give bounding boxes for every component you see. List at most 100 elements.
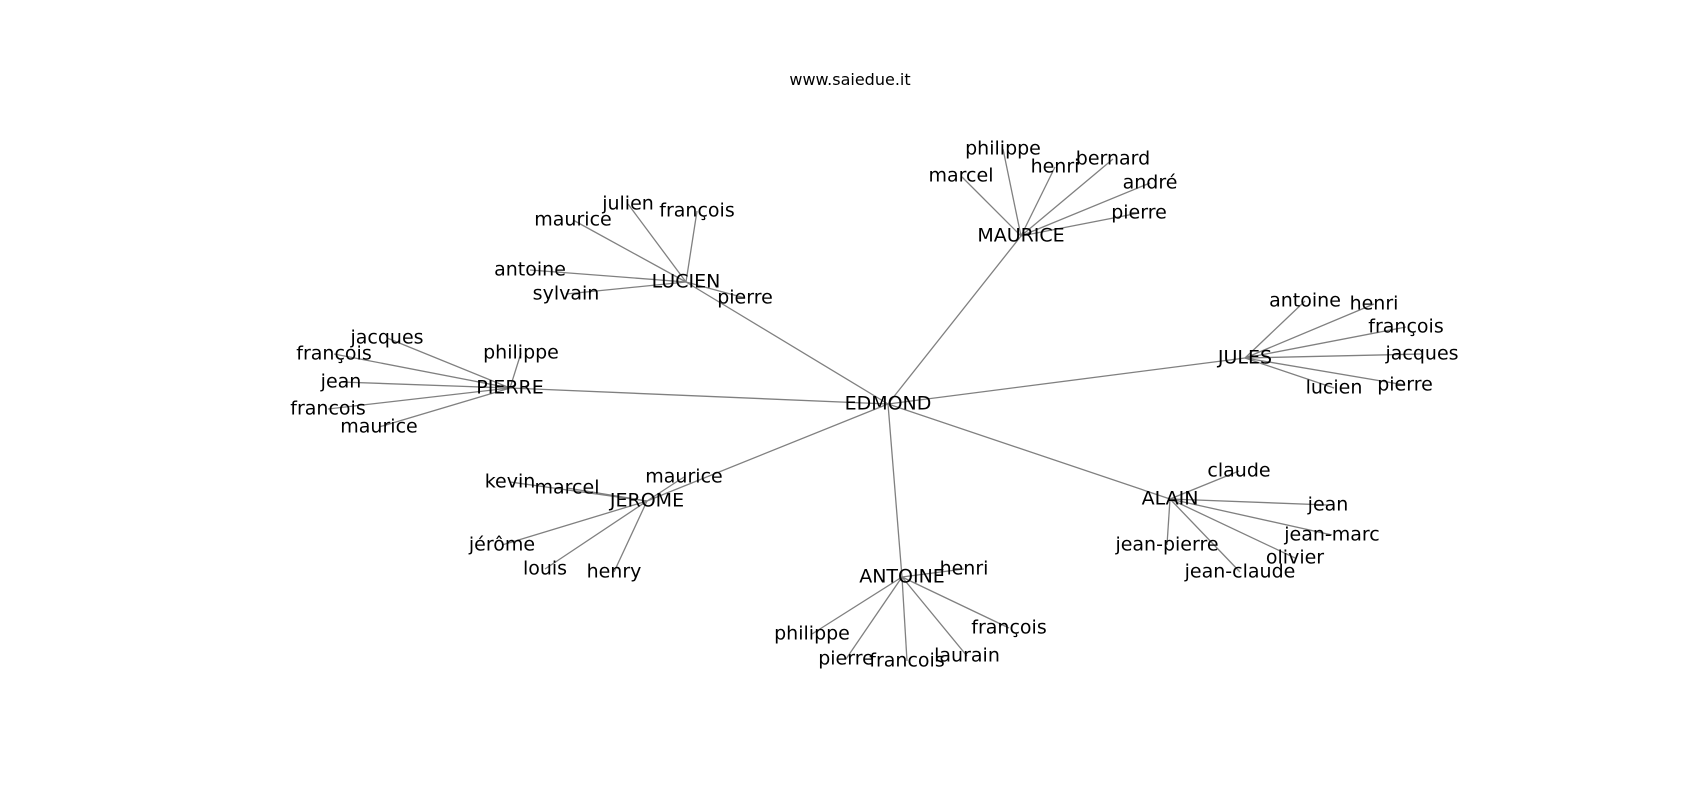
- edge-lucien-to-child: [685, 210, 698, 283]
- child-node-label: pierre: [818, 648, 874, 670]
- group-node-label: ANTOINE: [859, 566, 945, 588]
- edge-root-to-maurice: [887, 235, 1022, 405]
- child-node-label: pierre: [717, 287, 773, 309]
- edge-alain-to-child: [1169, 498, 1296, 559]
- group-node-label: PIERRE: [476, 377, 543, 399]
- edge-lucien-to-child: [572, 219, 687, 283]
- edge-jules-to-child: [1244, 357, 1406, 386]
- child-node-label: françois: [659, 200, 734, 222]
- website-caption: www.saiedue.it: [789, 70, 911, 89]
- child-node-label: andré: [1123, 172, 1178, 194]
- child-node-label: maurice: [645, 466, 722, 488]
- child-node-label: marcel: [929, 165, 994, 187]
- edge-root-to-jules: [887, 357, 1246, 405]
- edge-alain-to-child: [1169, 470, 1240, 500]
- edge-root-to-lucien: [685, 281, 889, 405]
- child-node-label: pierre: [1111, 202, 1167, 224]
- edge-maurice-to-child: [1020, 158, 1114, 237]
- child-node-label: maurice: [340, 416, 417, 438]
- edge-antoine-to-child: [811, 576, 903, 635]
- edge-maurice-to-child: [1002, 148, 1022, 237]
- child-node-label: philippe: [965, 138, 1041, 160]
- edge-root-to-pierre: [509, 387, 889, 405]
- edge-pierre-to-child: [378, 387, 511, 428]
- child-node-label: maurice: [534, 209, 611, 231]
- edge-pierre-to-child: [333, 353, 511, 389]
- child-node-label: antoine: [494, 259, 566, 281]
- edge-jules-to-child: [1244, 300, 1306, 359]
- edge-pierre-to-child: [509, 352, 522, 389]
- edge-alain-to-child: [1169, 498, 1333, 536]
- edge-jerome-to-child: [613, 500, 648, 573]
- child-node-label: henry: [587, 561, 642, 583]
- child-node-label: julien: [601, 193, 654, 215]
- child-node-label: bernard: [1076, 148, 1150, 170]
- child-node-label: henri: [1031, 156, 1080, 178]
- edge-jules-to-child: [1244, 303, 1375, 359]
- edge-pierre-to-child: [386, 337, 511, 389]
- child-node-label: henri: [940, 558, 989, 580]
- edge-maurice-to-child: [960, 175, 1022, 237]
- child-node-label: olivier: [1266, 547, 1324, 569]
- edge-jules-to-child: [1244, 326, 1407, 359]
- group-node-label: JULES: [1217, 347, 1272, 369]
- child-node-label: jacques: [1384, 343, 1458, 365]
- edge-jules-to-child: [1244, 357, 1335, 389]
- edge-lucien-to-child: [565, 281, 687, 295]
- edge-antoine-to-child: [845, 576, 903, 660]
- group-node-label: MAURICE: [977, 225, 1064, 247]
- child-node-label: jean: [1307, 494, 1349, 516]
- group-node-label: LUCIEN: [652, 271, 721, 293]
- edge-jerome-to-child: [501, 500, 648, 546]
- child-node-label: pierre: [1377, 374, 1433, 396]
- root-node-label: EDMOND: [845, 393, 932, 415]
- group-node-label: ALAIN: [1142, 488, 1199, 510]
- child-node-label: marcel: [535, 477, 600, 499]
- child-node-label: louis: [523, 558, 567, 580]
- child-node-label: philippe: [483, 342, 559, 364]
- edge-maurice-to-child: [1020, 166, 1056, 237]
- edge-alain-to-child: [1166, 498, 1171, 546]
- child-node-label: françois: [1368, 316, 1443, 338]
- edge-root-to-jerome: [646, 403, 889, 502]
- edge-alain-to-child: [1169, 498, 1329, 506]
- child-node-label: jean: [320, 371, 362, 393]
- child-node-label: laurain: [934, 645, 1000, 667]
- edge-lucien-to-child: [529, 269, 687, 283]
- child-node-label: lucien: [1306, 377, 1363, 399]
- child-node-label: françois: [971, 617, 1046, 639]
- child-node-label: kevin: [485, 471, 536, 493]
- child-node-label: jean-marc: [1283, 524, 1380, 546]
- edge-root-to-antoine: [887, 403, 903, 578]
- edge-jerome-to-child: [544, 500, 648, 570]
- edge-pierre-to-child: [327, 387, 511, 410]
- edge-antoine-to-child: [901, 576, 968, 657]
- edge-jerome-to-child: [646, 476, 685, 502]
- child-node-label: claude: [1207, 460, 1270, 482]
- edge-pierre-to-child: [340, 381, 511, 389]
- edge-lucien-to-child: [627, 203, 687, 283]
- child-node-label: jean-claude: [1184, 561, 1296, 583]
- child-node-label: sylvain: [533, 283, 600, 305]
- edge-lucien-to-child: [685, 281, 746, 299]
- child-node-label: henri: [1350, 293, 1399, 315]
- edge-antoine-to-child: [901, 568, 965, 578]
- edge-jerome-to-child: [566, 487, 648, 502]
- group-node-label: JEROME: [609, 490, 684, 512]
- child-node-label: francois: [290, 398, 365, 420]
- edge-root-to-alain: [887, 403, 1171, 500]
- child-node-label: francois: [869, 650, 944, 672]
- edge-jules-to-child: [1244, 353, 1423, 359]
- edge-maurice-to-child: [1020, 182, 1151, 237]
- edge-alain-to-child: [1169, 498, 1241, 573]
- child-node-label: antoine: [1269, 290, 1341, 312]
- edge-maurice-to-child: [1020, 212, 1140, 237]
- edges-layer: [327, 148, 1423, 662]
- child-node-label: jacques: [349, 327, 423, 349]
- edge-antoine-to-child: [901, 576, 1010, 629]
- child-node-label: philippe: [774, 623, 850, 645]
- child-node-label: jean-pierre: [1114, 534, 1218, 556]
- edge-antoine-to-child: [901, 576, 908, 662]
